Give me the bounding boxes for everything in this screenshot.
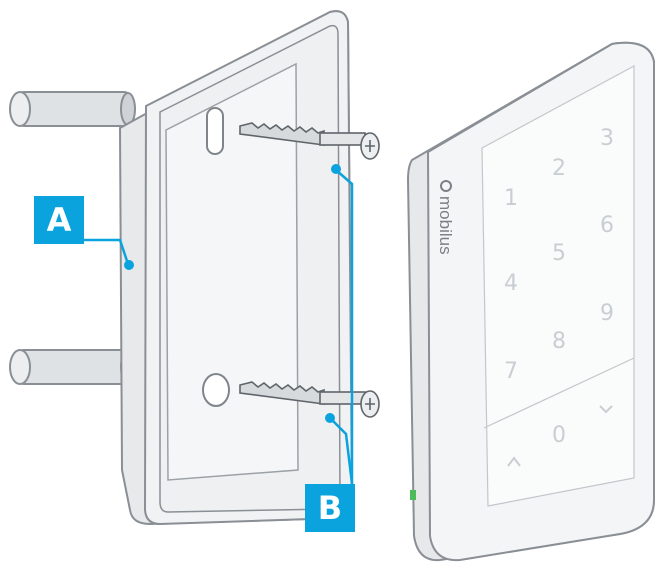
key-3: 3 — [600, 126, 614, 151]
callout-a: A — [34, 196, 84, 244]
keypad-brand-text: mobilus — [436, 196, 455, 255]
callout-a-label: A — [46, 201, 72, 239]
brand-logo-icon — [440, 180, 452, 192]
callout-b-label: B — [317, 489, 343, 527]
callout-b-point-bottom — [325, 413, 335, 423]
callout-b: B — [305, 484, 355, 532]
key-8: 8 — [552, 329, 566, 354]
key-9: 9 — [600, 301, 614, 326]
key-6: 6 — [600, 213, 614, 238]
keypad-keys: 1 2 3 4 5 6 7 8 9 0 mobilus — [436, 126, 614, 467]
key-0: 0 — [552, 423, 566, 448]
callout-b-point-top — [331, 164, 341, 174]
callout-a-point — [124, 260, 134, 270]
key-2: 2 — [552, 156, 566, 181]
screw-top — [239, 122, 380, 160]
screw-bottom — [239, 381, 380, 418]
mounting-frame — [118, 10, 354, 526]
callout-b-leader-bottom — [329, 417, 354, 485]
wall-plug-top — [9, 91, 136, 127]
key-5: 5 — [552, 241, 566, 266]
back-arrow-icon — [507, 456, 521, 467]
check-icon — [599, 405, 613, 414]
key-4: 4 — [504, 271, 518, 296]
callout-a-leader — [74, 238, 130, 265]
key-1: 1 — [504, 186, 518, 211]
keypad-device — [406, 41, 655, 562]
key-7: 7 — [504, 359, 518, 384]
wall-plug-bottom — [9, 349, 136, 385]
callout-b-leader-top — [335, 169, 354, 484]
